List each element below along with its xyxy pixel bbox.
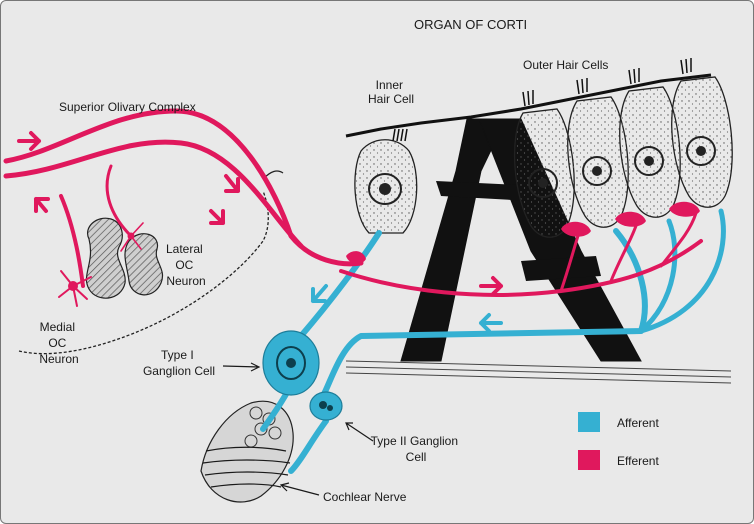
type2-ganglion-cell-body bbox=[309, 391, 343, 421]
legend-swatch-afferent bbox=[578, 412, 600, 432]
type1-ganglion-label: Type I Ganglion Cell bbox=[143, 348, 215, 378]
brainstem-outline bbox=[18, 190, 269, 355]
diagram-title: ORGAN OF CORTI bbox=[414, 17, 527, 32]
outer-hair-cell-1 bbox=[513, 90, 575, 238]
medial-oc-neuron-body bbox=[58, 270, 92, 307]
basilar-membrane bbox=[345, 360, 732, 384]
medial-oc-neuron-label: Medial OC Neuron bbox=[39, 320, 78, 366]
inner-hair-cell-label: Inner Hair Cell bbox=[368, 78, 414, 106]
legend-label-afferent: Afferent bbox=[617, 416, 659, 430]
outer-hair-cell-3 bbox=[619, 68, 681, 218]
cochlear-nerve-label: Cochlear Nerve bbox=[323, 490, 407, 504]
superior-olivary-complex-label: Superior Olivary Complex bbox=[59, 100, 196, 114]
afferent-fibers bbox=[260, 208, 726, 474]
cochlear-nerve-bundle bbox=[200, 400, 294, 503]
type2-ganglion-label: Type II Ganglion Cell bbox=[371, 434, 462, 464]
outer-hair-cells-label: Outer Hair Cells bbox=[523, 58, 608, 72]
outer-hair-cell-2 bbox=[567, 78, 629, 228]
outer-hair-cells bbox=[513, 58, 733, 238]
type2-ganglion-pointer bbox=[345, 422, 374, 442]
legend-label-efferent: Efferent bbox=[617, 454, 659, 468]
legend-swatch-efferent bbox=[578, 450, 600, 470]
lateral-oc-neuron-label: Lateral OC Neuron bbox=[166, 242, 206, 288]
efferent-endings bbox=[346, 201, 700, 265]
lateral-oc-nucleus bbox=[85, 217, 163, 299]
legend: Afferent Efferent bbox=[578, 412, 659, 470]
reticular-lamina bbox=[345, 73, 712, 138]
efferent-fibers bbox=[3, 108, 703, 297]
cochlear-nerve-pointer bbox=[279, 482, 320, 496]
outer-hair-cell-4 bbox=[671, 58, 733, 208]
lateral-oc-neuron-body bbox=[118, 222, 144, 252]
inner-hair-cell bbox=[354, 128, 418, 234]
type1-ganglion-cell-body bbox=[262, 330, 320, 396]
type1-ganglion-pointer bbox=[222, 362, 261, 372]
